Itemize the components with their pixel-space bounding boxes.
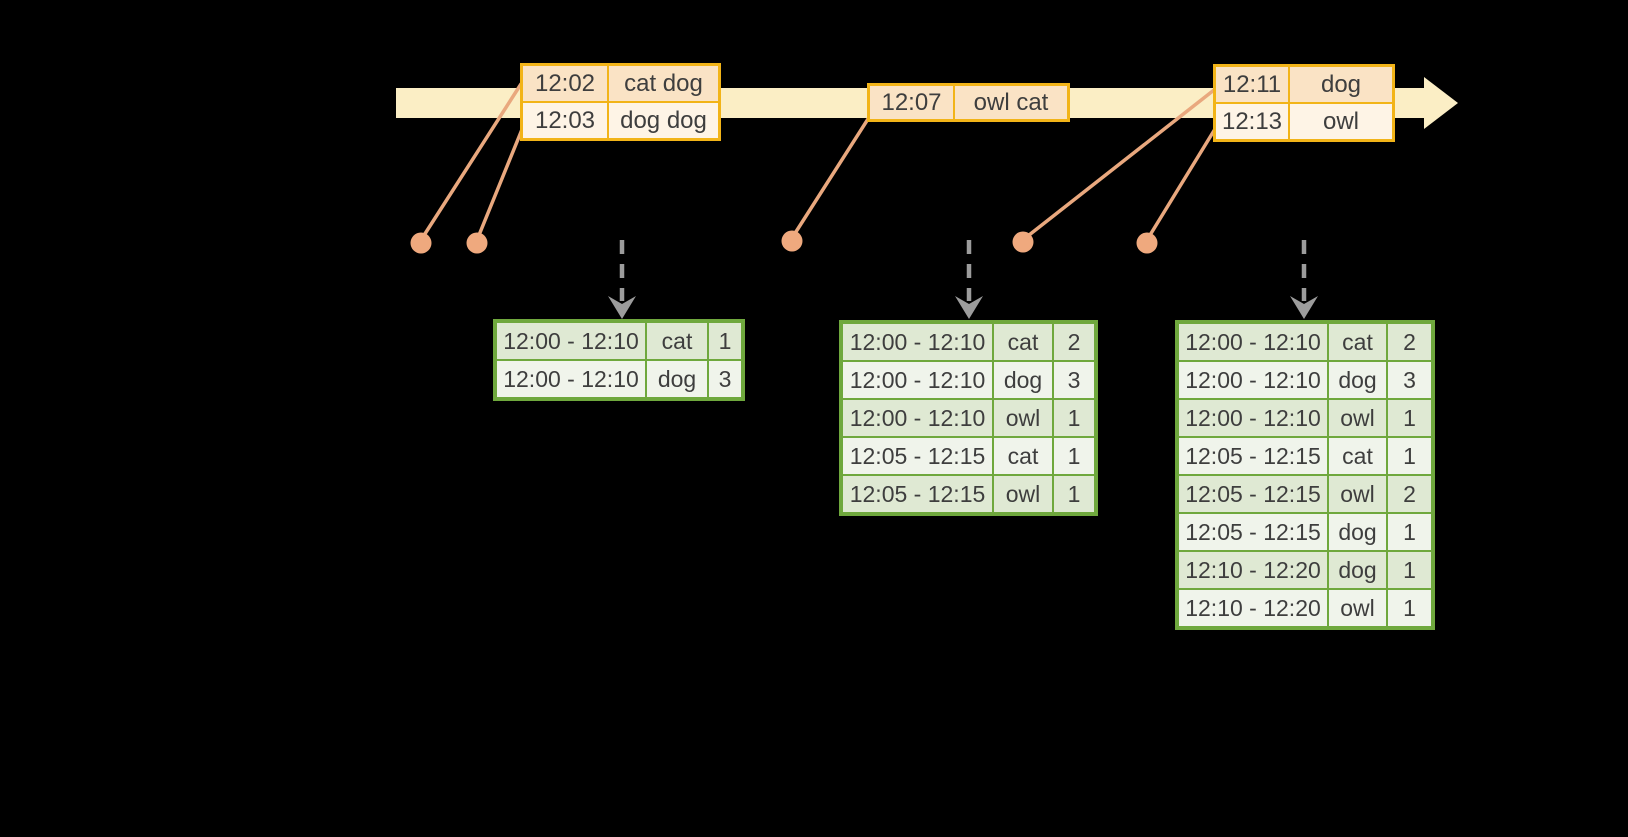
window-cell: 12:05 - 12:15 (1179, 514, 1327, 550)
window-cell: 12:00 - 12:10 (1179, 362, 1327, 398)
count-cell: 2 (1388, 476, 1431, 512)
event-dot (466, 232, 488, 254)
count-cell: 3 (1388, 362, 1431, 398)
word-cell: dog (994, 362, 1052, 398)
count-cell: 2 (1388, 324, 1431, 360)
time-cell: 12:03 (523, 103, 607, 138)
words-cell: dog dog (609, 103, 718, 138)
words-cell: owl (1290, 104, 1392, 139)
word-cell: cat (1329, 438, 1386, 474)
window-cell: 12:00 - 12:10 (843, 362, 992, 398)
trigger-arrowhead-icon (1290, 296, 1318, 319)
timeline-arrowhead-icon (1424, 77, 1458, 129)
window-cell: 12:00 - 12:10 (1179, 400, 1327, 436)
words-cell: cat dog (609, 66, 718, 101)
window-cell: 12:05 - 12:15 (843, 438, 992, 474)
word-cell: cat (647, 323, 707, 359)
count-cell: 3 (1054, 362, 1094, 398)
word-cell: dog (1329, 552, 1386, 588)
count-cell: 1 (1388, 400, 1431, 436)
window-cell: 12:00 - 12:10 (1179, 324, 1327, 360)
event-dot (1012, 231, 1034, 253)
trigger-arrows (619, 240, 1307, 301)
window-cell: 12:05 - 12:15 (1179, 476, 1327, 512)
word-cell: owl (1329, 476, 1386, 512)
words-cell: dog (1290, 67, 1392, 102)
window-cell: 12:10 - 12:20 (1179, 552, 1327, 588)
word-cell: cat (1329, 324, 1386, 360)
word-cell: owl (1329, 590, 1386, 626)
words-cell: owl cat (955, 86, 1067, 119)
word-cell: owl (1329, 400, 1386, 436)
trigger-arrowhead-icon (608, 296, 636, 319)
window-cell: 12:05 - 12:15 (1179, 438, 1327, 474)
word-cell: dog (1329, 362, 1386, 398)
trigger-arrowheads (608, 296, 1318, 319)
count-cell: 1 (1054, 438, 1094, 474)
count-cell: 2 (1054, 324, 1094, 360)
count-cell: 3 (709, 361, 741, 397)
leader-line (475, 125, 525, 242)
time-cell: 12:02 (523, 66, 607, 101)
count-cell: 1 (1388, 514, 1431, 550)
word-cell: cat (994, 438, 1052, 474)
leader-line (1145, 127, 1217, 242)
event-dot (1136, 232, 1158, 254)
time-cell: 12:13 (1216, 104, 1288, 139)
time-cell: 12:11 (1216, 67, 1288, 102)
window-cell: 12:00 - 12:10 (843, 324, 992, 360)
word-cell: cat (994, 324, 1052, 360)
window-cell: 12:10 - 12:20 (1179, 590, 1327, 626)
event-dot (410, 232, 432, 254)
event-dots (410, 230, 1158, 254)
word-cell: dog (647, 361, 707, 397)
trigger-arrowhead-icon (955, 296, 983, 319)
window-cell: 12:00 - 12:10 (497, 323, 645, 359)
count-cell: 1 (1388, 590, 1431, 626)
count-cell: 1 (1054, 400, 1094, 436)
word-cell: owl (994, 400, 1052, 436)
window-cell: 12:00 - 12:10 (497, 361, 645, 397)
event-dot (781, 230, 803, 252)
window-cell: 12:00 - 12:10 (843, 400, 992, 436)
count-cell: 1 (1054, 476, 1094, 512)
leader-line (790, 117, 870, 240)
count-cell: 1 (1388, 552, 1431, 588)
count-cell: 1 (709, 323, 741, 359)
time-cell: 12:07 (870, 86, 953, 119)
word-cell: dog (1329, 514, 1386, 550)
window-cell: 12:05 - 12:15 (843, 476, 992, 512)
word-cell: owl (994, 476, 1052, 512)
count-cell: 1 (1388, 438, 1431, 474)
